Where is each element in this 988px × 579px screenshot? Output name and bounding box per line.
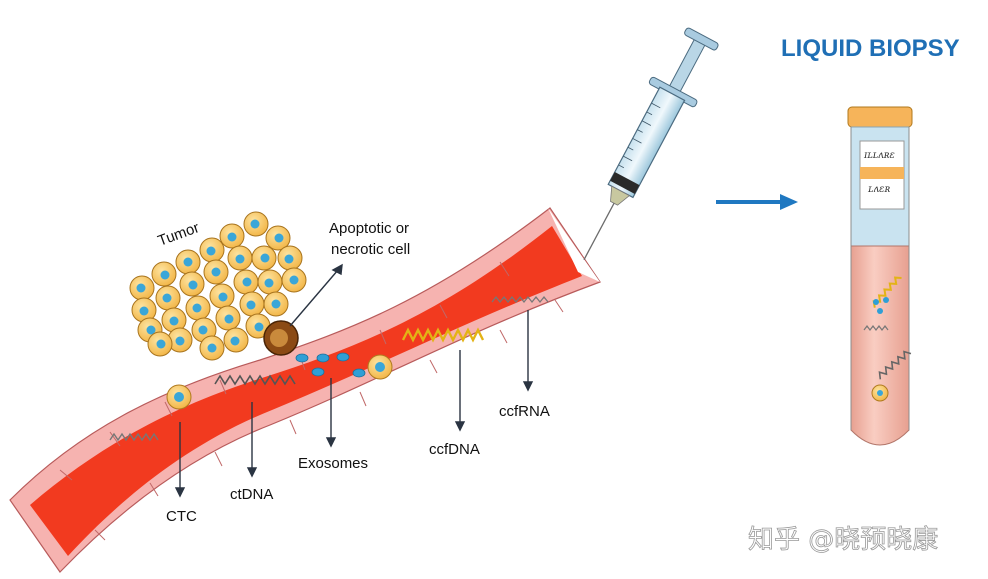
tumor-cell (129, 275, 155, 301)
apoptotic-label-line2: necrotic cell (331, 241, 410, 258)
exosomes-label: Exosomes (298, 455, 368, 472)
tumor-cell (239, 291, 265, 317)
ccfdna-label: ccfDNA (429, 441, 480, 458)
test-tube: ɪʟʟʌʀɛ ʟʌɛʀ (847, 106, 913, 446)
tube-dna (878, 350, 912, 380)
ctdna-label: ctDNA (230, 486, 273, 503)
ctc-cell-2 (367, 354, 393, 380)
tumor-cell (219, 223, 245, 249)
ccfrna-strand (491, 295, 549, 304)
tumor-label: Tumor (156, 219, 202, 250)
tumor-cell (223, 327, 249, 353)
tumor-cell (185, 295, 211, 321)
exosomes (295, 352, 366, 378)
tumor-cell (167, 327, 193, 353)
ctc-label: CTC (166, 508, 197, 525)
title: LIQUID BIOPSY (781, 35, 960, 62)
tumor-cell (175, 249, 201, 275)
tumor-cell (257, 269, 283, 295)
tumor-cell (179, 271, 205, 297)
small-dna-strand (109, 432, 159, 442)
tumor-cell (209, 283, 235, 309)
tumor-cluster (129, 211, 307, 361)
tube-exosomes (873, 297, 889, 314)
apoptotic-label-line1: Apoptotic or (329, 220, 409, 237)
tumor-cell (277, 245, 303, 271)
tumor-cell (199, 335, 225, 361)
tumor-cell (151, 261, 177, 287)
tumor-cell (199, 237, 225, 263)
tumor-cell (155, 285, 181, 311)
ccfdna-strand (401, 327, 485, 343)
tumor-cell (263, 291, 289, 317)
blood-lumen (30, 226, 582, 556)
tube-rna (863, 325, 889, 331)
syringe-icon (583, 27, 719, 261)
tumor-cell (227, 245, 253, 271)
tube-label-line1: ɪʟʟʌʀɛ (863, 150, 895, 161)
process-arrow (716, 194, 798, 210)
tumor-cell (281, 267, 307, 293)
tumor-cell (203, 259, 229, 285)
ccfrna-label: ccfRNA (499, 403, 550, 420)
ctdna-strand (214, 374, 296, 386)
pointer-arrows (174, 263, 534, 498)
ctc-cell (166, 384, 192, 410)
tube-ctc (871, 384, 889, 402)
tumor-cell (265, 225, 291, 251)
watermark: 知乎 @晓预晓康 (748, 525, 938, 555)
tumor-cell (245, 313, 271, 339)
tumor-cell (147, 331, 173, 357)
tube-label-line2: ʟʌɛʀ (867, 184, 890, 195)
apoptotic-cell (263, 320, 299, 356)
blood-vessel (9, 207, 601, 573)
tumor-cell (215, 305, 241, 331)
tumor-cell (243, 211, 269, 237)
tumor-cell (233, 269, 259, 295)
tumor-cell (251, 245, 277, 271)
